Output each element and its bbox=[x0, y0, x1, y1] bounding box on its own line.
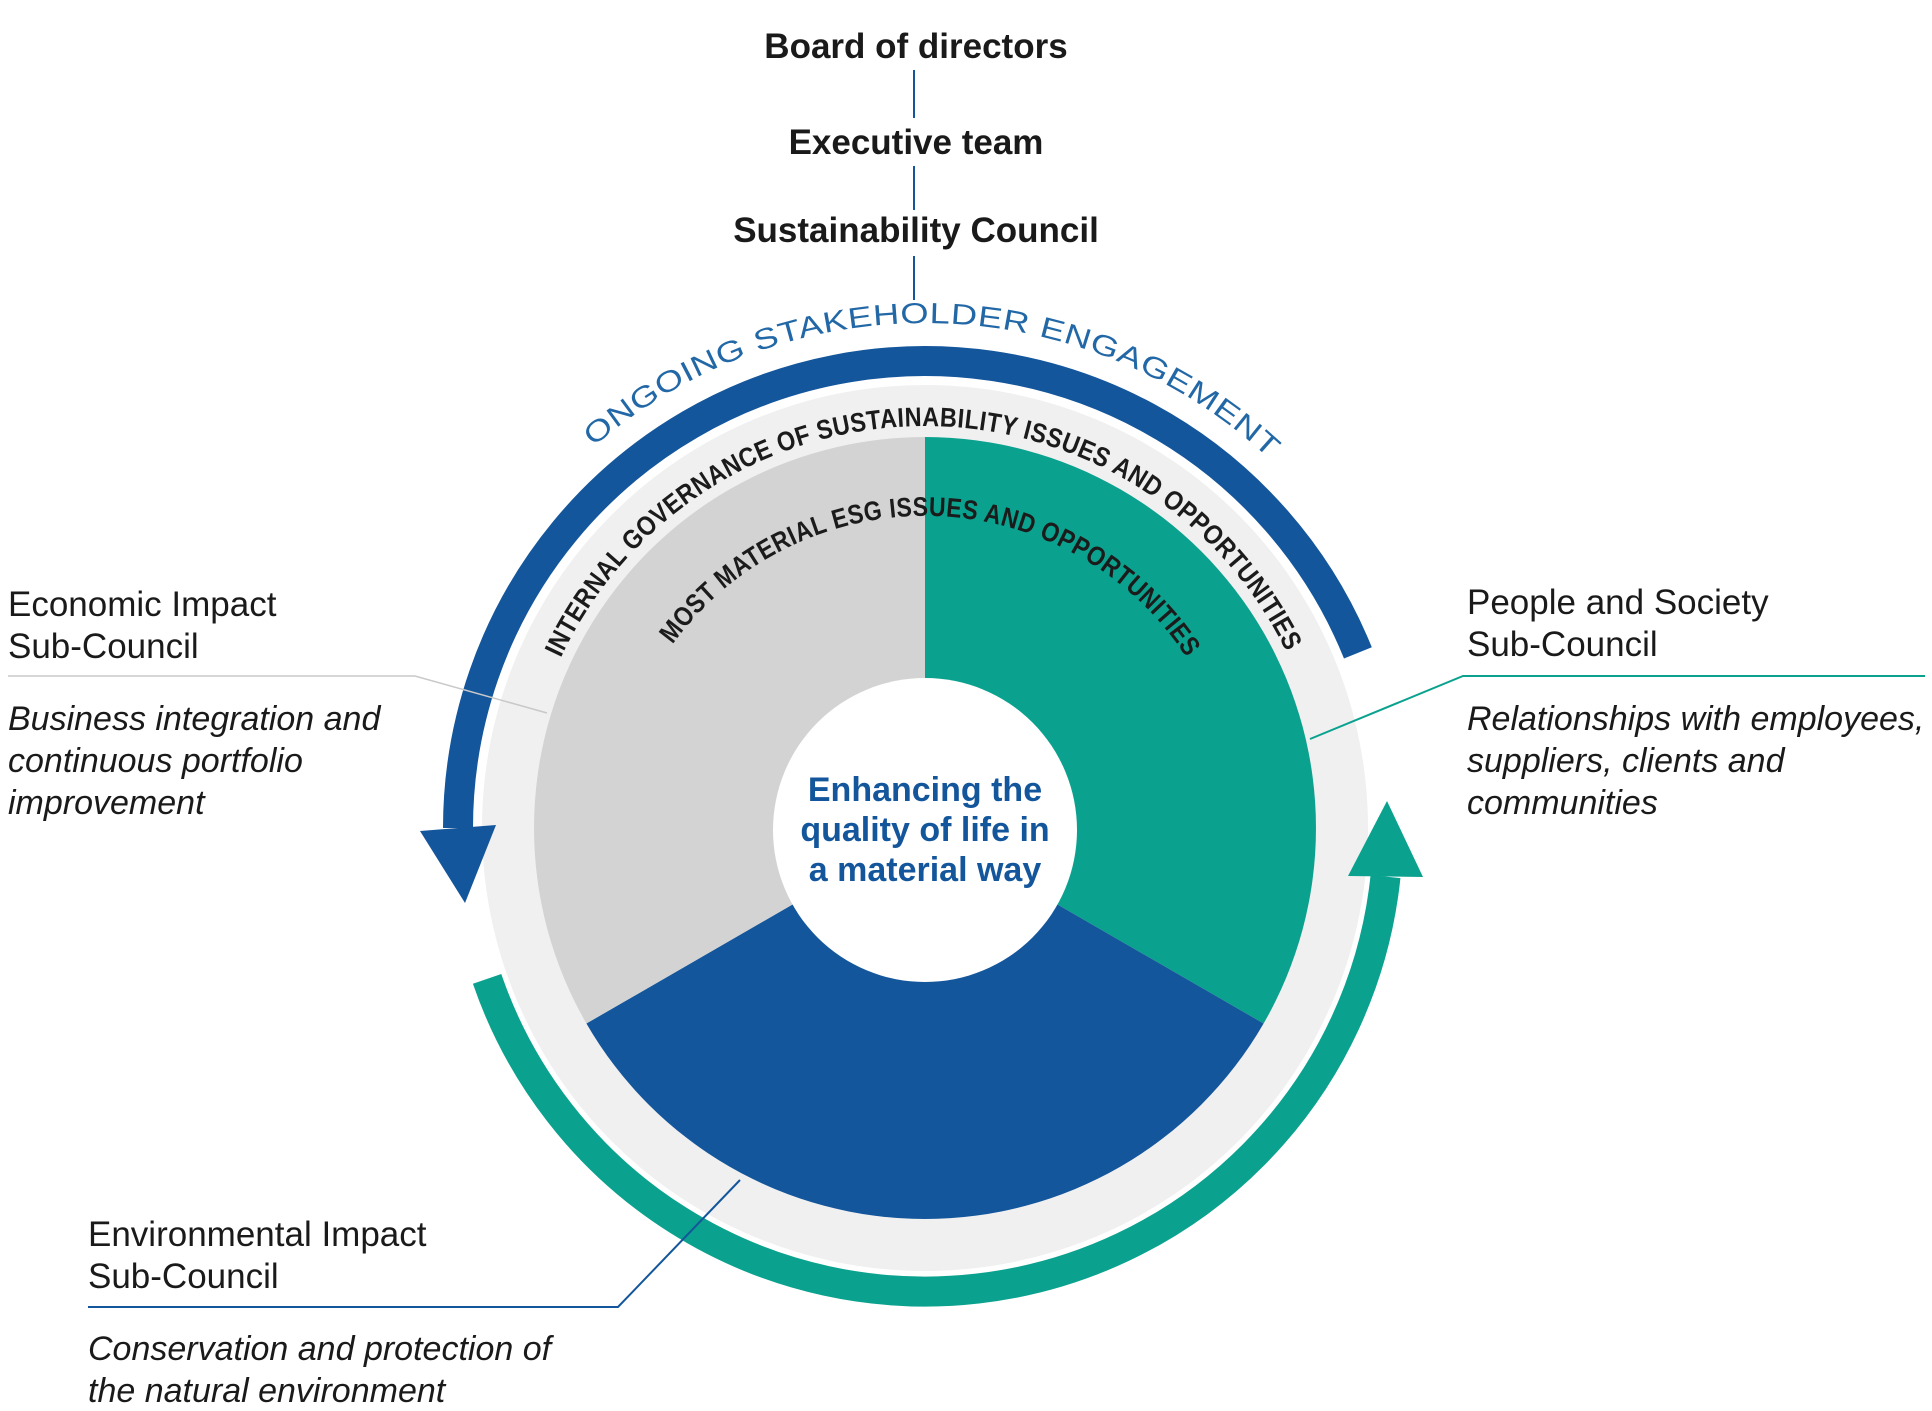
environmental-title-line2: Sub-Council bbox=[88, 1257, 279, 1296]
center-text-line2: quality of life in bbox=[800, 811, 1049, 849]
environmental-description: Conservation and protection of the natur… bbox=[88, 1330, 552, 1410]
economic-description: Business integration and continuous port… bbox=[8, 700, 381, 822]
pie-wedge-environment-blue bbox=[586, 828, 1264, 1219]
economic-title-line1: Economic Impact bbox=[8, 585, 277, 624]
executive-team-label: Executive team bbox=[788, 123, 1044, 162]
environmental-sub-council-block: Environmental Impact Sub-Council bbox=[88, 1214, 548, 1298]
center-text-line3: a material way bbox=[809, 851, 1042, 889]
environmental-title-line1: Environmental Impact bbox=[88, 1215, 427, 1254]
economic-sub-council-block: Economic Impact Sub-Council bbox=[8, 584, 468, 668]
sustainability-council-label: Sustainability Council bbox=[733, 211, 1099, 250]
economic-connector-line bbox=[8, 675, 548, 714]
stakeholder-engagement-arrowhead bbox=[1348, 801, 1423, 877]
environmental-connector-line bbox=[88, 1179, 741, 1308]
internal-governance-arrowhead bbox=[420, 825, 496, 903]
board-of-directors-label: Board of directors bbox=[764, 27, 1068, 66]
people-description: Relationships with employees, suppliers,… bbox=[1467, 700, 1925, 822]
people-title-line2: Sub-Council bbox=[1467, 625, 1658, 664]
center-circle bbox=[773, 678, 1077, 982]
economic-title-line2: Sub-Council bbox=[8, 627, 199, 666]
stakeholder-engagement-arc bbox=[472, 875, 1401, 1307]
internal-governance-arc bbox=[443, 346, 1372, 829]
people-title-line1: People and Society bbox=[1467, 583, 1769, 622]
people-sub-council-block: People and Society Sub-Council bbox=[1467, 582, 1927, 666]
people-connector-line bbox=[1309, 675, 1925, 740]
center-text-line1: Enhancing the bbox=[808, 771, 1042, 809]
